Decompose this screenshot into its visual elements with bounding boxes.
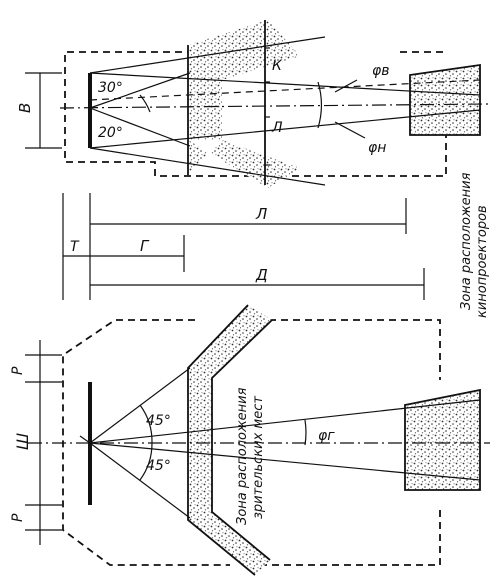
projector-box — [410, 65, 480, 135]
dimension-lines: Л Т Г Д Зона расположения кинопроекторов — [62, 172, 490, 318]
label-zone-projectors-1: Зона расположения — [459, 172, 474, 310]
label-l-mid: Л — [271, 120, 283, 136]
hall-outline-top — [64, 51, 447, 177]
label-d-dim: Д — [255, 266, 268, 284]
label-width-b: В — [16, 103, 34, 113]
plan-seating-zone — [188, 305, 272, 575]
label-angle-30: 30° — [98, 80, 123, 96]
label-width-sh: Ш — [13, 433, 32, 450]
plan-figure: Р Ш Р 45° 45° φг Зона расположения зрите… — [10, 304, 490, 576]
label-phi-g: φг — [318, 428, 335, 444]
label-t-dim: Т — [70, 239, 80, 255]
label-zone-projectors-2: кинопроекторов — [475, 205, 490, 318]
seating-zone-bottom — [188, 140, 300, 188]
vertical-section-figure: В К Л 30° 20° φв φн — [16, 20, 491, 188]
label-g-dim: Г — [140, 237, 150, 255]
label-l-dim: Л — [255, 205, 267, 223]
seating-zone-middle — [188, 80, 222, 140]
label-zone-seats-2: зрительских мест — [251, 396, 266, 519]
label-angle-45-top: 45° — [146, 413, 171, 429]
label-angle-45-bottom: 45° — [146, 458, 171, 474]
angle-arc-small — [317, 81, 322, 129]
label-phi-n: φн — [368, 140, 386, 156]
plan-projector-box — [405, 390, 480, 490]
angle-arc-top — [139, 94, 151, 113]
label-k: К — [272, 58, 283, 74]
label-phi-v: φв — [372, 63, 390, 79]
label-angle-20: 20° — [98, 125, 123, 141]
label-p-bottom: Р — [10, 513, 26, 522]
label-zone-seats-1: Зона расположения — [235, 387, 250, 525]
label-p-top: Р — [10, 366, 26, 375]
